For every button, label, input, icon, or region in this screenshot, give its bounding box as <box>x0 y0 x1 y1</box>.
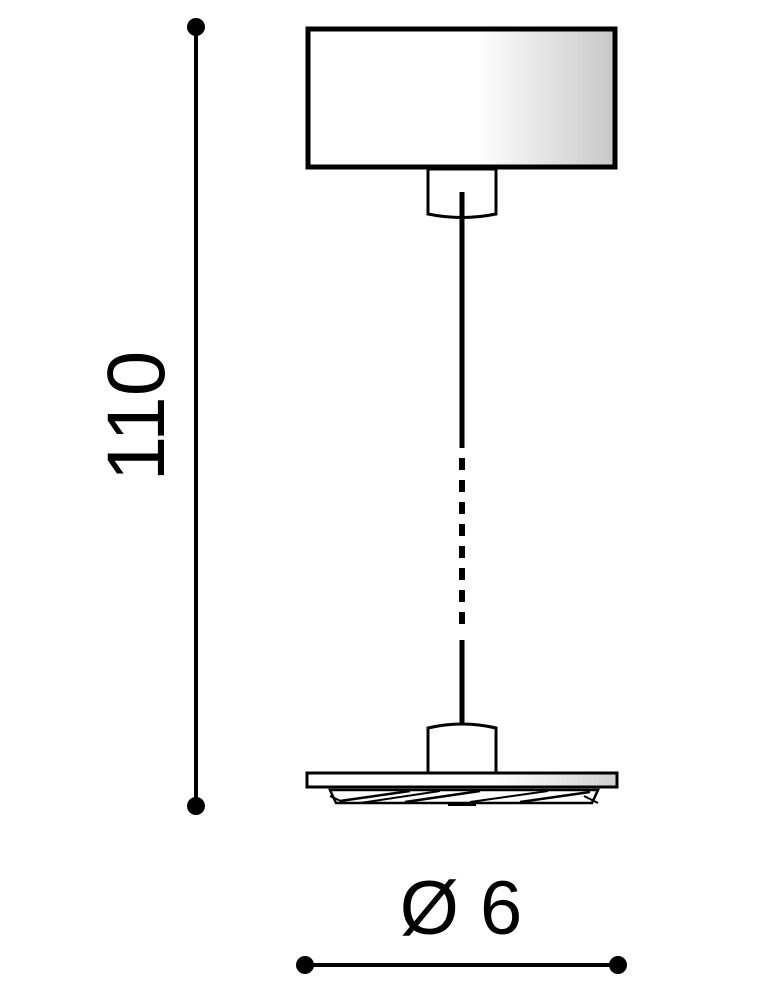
height-dimension-bottom-dot <box>187 797 205 815</box>
diameter-dimension: Ø 6 <box>296 866 627 974</box>
diameter-dimension-left-dot <box>296 956 314 974</box>
height-dimension-top-dot <box>187 18 205 36</box>
lamp-diffuser <box>328 788 600 806</box>
diameter-label: Ø 6 <box>400 866 523 951</box>
height-label: 110 <box>91 351 182 482</box>
lamp-head <box>305 722 619 806</box>
lamp-plate <box>305 771 619 789</box>
height-dimension: 110 <box>91 18 205 815</box>
canopy <box>305 26 618 219</box>
lamp-collar <box>426 722 498 775</box>
diameter-dimension-right-dot <box>609 956 627 974</box>
canopy-body <box>305 26 618 170</box>
